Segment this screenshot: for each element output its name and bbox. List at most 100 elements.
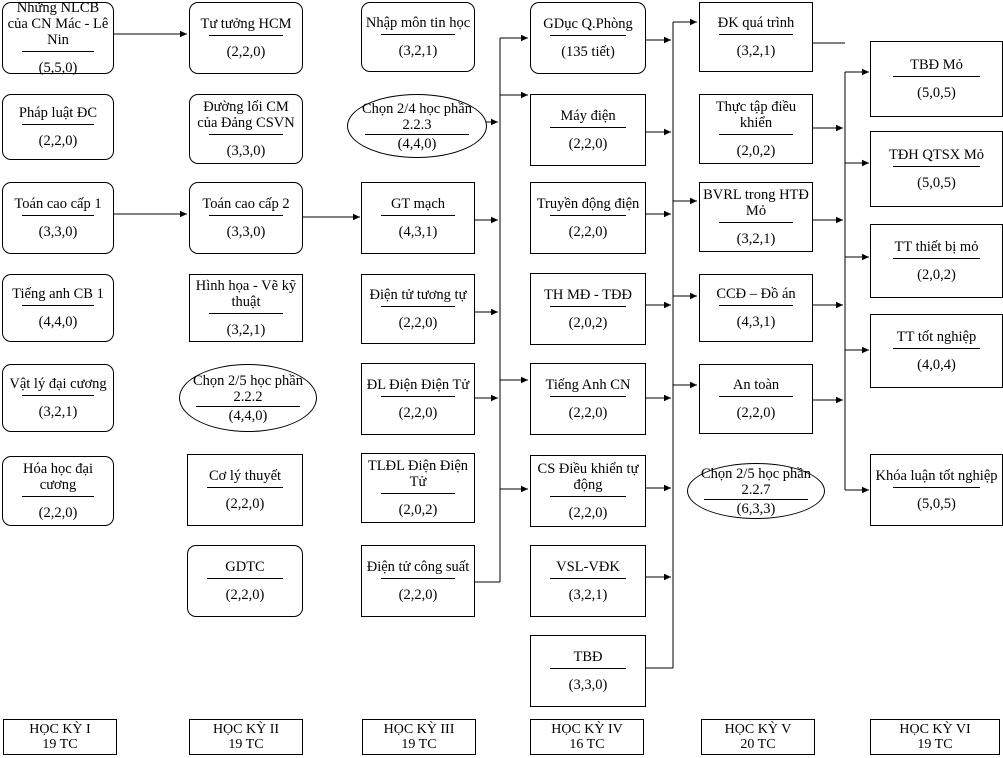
semester-credits: 19 TC [228, 737, 264, 752]
course-node: Tiếng anh CB 1(4,4,0) [2, 274, 114, 342]
course-name: Những NLCB của CN Mác - Lê Nin [7, 0, 109, 48]
course-divider [364, 133, 470, 135]
course-divider [209, 134, 283, 135]
course-node: Toán cao cấp 2(3,3,0) [189, 182, 303, 254]
course-credits: (3,3,0) [568, 677, 608, 693]
course-divider [719, 305, 793, 306]
course-divider [21, 51, 95, 52]
course-node: TLĐL Điện Điện Tử(2,0,2) [361, 453, 475, 523]
course-divider [893, 258, 980, 259]
course-divider [21, 215, 95, 216]
semester-name: HỌC KỲ V [724, 722, 792, 737]
course-divider [719, 134, 793, 135]
course-name: GDTC [225, 559, 265, 575]
course-name: VSL-VĐK [556, 559, 620, 575]
semester-credits: 19 TC [401, 737, 437, 752]
course-divider [381, 578, 455, 579]
course-node: CCĐ – Đồ án (4,3,1) [699, 274, 813, 342]
semester-name: HỌC KỲ VI [899, 722, 971, 737]
course-node: Cơ lý thuyết(2,2,0) [187, 454, 303, 526]
course-name: Tư tưởng HCM [200, 16, 292, 32]
course-name: Tiếng anh CB 1 [12, 286, 104, 302]
course-node: Đường lối CM của Đảng CSVN(3,3,0) [189, 94, 303, 164]
course-node: TBĐ (3,3,0) [530, 635, 646, 707]
course-name: Toán cao cấp 1 [14, 196, 102, 212]
semester-name: HỌC KỲ IV [551, 722, 623, 737]
course-credits: (2,2,0) [398, 315, 438, 331]
course-name: Toán cao cấp 2 [202, 196, 290, 212]
course-name: Chọn 2/5 học phần 2.2.7 [701, 465, 811, 498]
course-divider [550, 496, 626, 497]
course-credits: (4,3,1) [398, 224, 438, 240]
course-divider [21, 496, 95, 497]
course-node: Hóa học đại cương(2,2,0) [2, 456, 114, 526]
course-node: Vật lý đại cương(3,2,1) [2, 364, 114, 432]
course-name: Nhập môn tin học [365, 15, 471, 31]
course-name: TBĐ [573, 649, 603, 665]
course-credits: (2,2,0) [568, 136, 608, 152]
course-node: GDTC(2,2,0) [187, 545, 303, 617]
course-divider [893, 348, 980, 349]
course-node: Tư tưởng HCM (2,2,0) [189, 2, 303, 74]
course-credits: (4,4,0) [397, 135, 437, 152]
course-credits: (3,2,1) [736, 231, 776, 247]
course-credits: (3,2,1) [398, 43, 438, 59]
course-node: TT tốt nghiệp(4,0,4) [870, 314, 1003, 388]
course-credits: (5,0,5) [917, 496, 956, 512]
course-name: GDục Q.Phòng [543, 16, 633, 32]
course-credits: (3,2,1) [736, 43, 776, 59]
course-credits: (2,0,2) [398, 502, 438, 518]
course-name: Máy điện [560, 108, 616, 124]
course-credits: (135 tiết) [561, 44, 615, 60]
course-divider [21, 395, 95, 396]
semester-credits: 20 TC [740, 737, 776, 752]
course-name: TBĐ Mỏ [910, 57, 963, 73]
course-credits: (3,3,0) [38, 224, 78, 240]
course-name: TT thiết bị mỏ [894, 239, 979, 255]
course-divider [209, 35, 283, 36]
course-divider [21, 305, 95, 306]
course-divider [381, 215, 455, 216]
course-divider [893, 487, 980, 488]
course-credits: (2,2,0) [568, 405, 608, 421]
course-name: Khóa luận tốt nghiệp [875, 468, 998, 484]
course-node: ĐK quá trình (3,2,1) [699, 2, 813, 72]
course-divider [893, 76, 980, 77]
course-name: ĐK quá trình [717, 15, 795, 31]
course-name: Thực tập điều khiển [715, 99, 797, 131]
course-node: Nhập môn tin học (3,2,1) [361, 2, 475, 72]
course-name: CS Điều khiển tự động [537, 461, 639, 493]
course-divider [550, 215, 626, 216]
course-credits: (3,2,1) [568, 587, 608, 603]
course-divider [381, 34, 455, 35]
course-credits: (5,0,5) [917, 85, 956, 101]
semester-name: HỌC KỲ III [383, 722, 455, 737]
course-credits: (4,3,1) [736, 314, 776, 330]
course-name: Điện tử tương tự [369, 287, 467, 303]
course-name: Hình họa - Vẽ kỹ thuật [195, 278, 297, 310]
course-node: BVRL trong HTĐ Mỏ(3,2,1) [699, 182, 813, 252]
course-credits: (2,2,0) [398, 405, 438, 421]
semester-name: HỌC KỲ II [212, 722, 280, 737]
course-node: Điện tử tương tự (2,2,0) [361, 274, 475, 344]
course-divider [893, 166, 980, 167]
course-divider [719, 222, 793, 223]
semester-name: HỌC KỲ I [29, 722, 91, 737]
course-credits: (2,0,2) [917, 267, 956, 283]
course-name: CCĐ – Đồ án [716, 286, 796, 302]
course-divider [550, 35, 626, 36]
course-divider [719, 34, 793, 35]
course-name: TT tốt nghiệp [896, 329, 977, 345]
course-credits: (3,2,1) [226, 322, 266, 338]
course-node: Toán cao cấp 1 (3,3,0) [2, 182, 114, 254]
semester-credits: 16 TC [569, 737, 605, 752]
course-name: Truyền động điện [536, 196, 640, 212]
course-credits: (2,2,0) [225, 496, 265, 512]
course-name: TĐH QTSX Mỏ [888, 147, 985, 163]
course-node: TĐH QTSX Mỏ(5,0,5) [870, 131, 1003, 207]
course-node: Máy điện (2,2,0) [530, 94, 646, 166]
course-credits: (2,2,0) [226, 44, 266, 60]
course-node: CS Điều khiển tự động(2,2,0) [530, 455, 646, 527]
